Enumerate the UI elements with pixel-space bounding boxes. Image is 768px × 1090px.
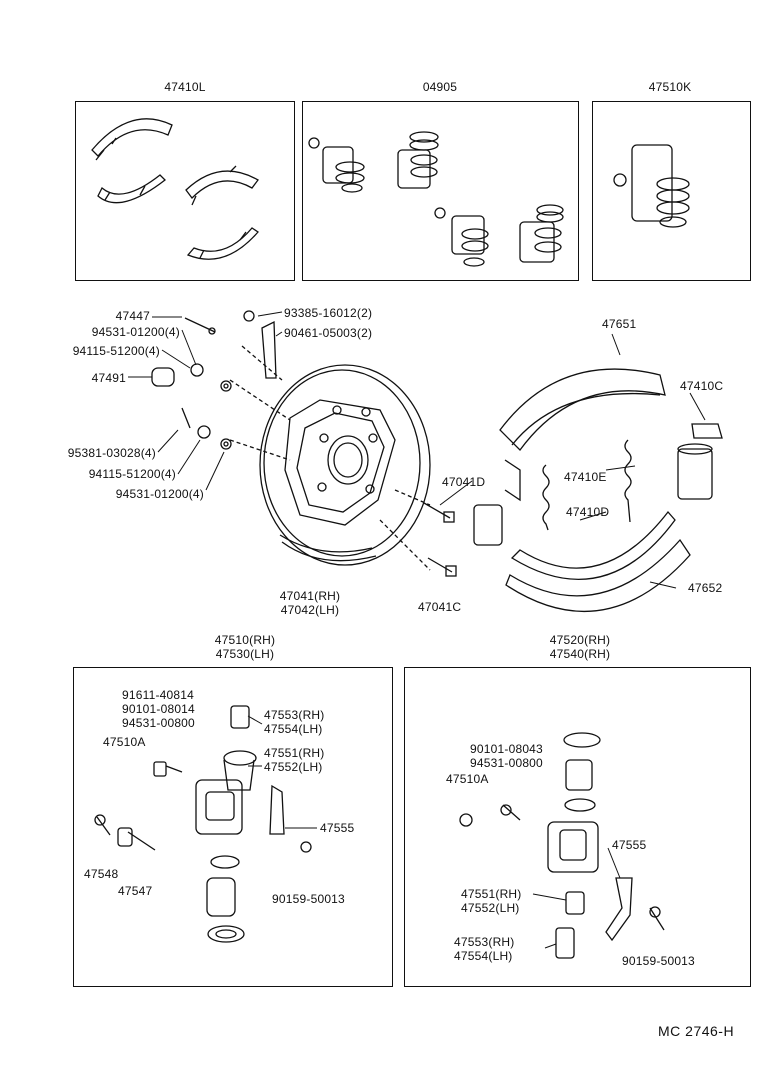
part-label: 47410D — [566, 505, 610, 519]
part-label: 94115-51200(4) — [88, 467, 176, 481]
part-label: 90101-08014 — [122, 702, 195, 716]
part-label: 47547 — [118, 884, 153, 898]
part-label: 90159-50013 — [622, 954, 695, 968]
part-label: 90101-08043 — [470, 742, 543, 756]
part-label: 47548 — [84, 867, 119, 881]
part-label: 47410C — [680, 379, 724, 393]
part-label: 47555 — [320, 821, 355, 835]
part-label: 47510A — [103, 735, 146, 749]
part-label: 47447 — [115, 309, 150, 323]
left-cylinder-frame — [73, 667, 393, 987]
part-label: 94531-01200(4) — [91, 325, 180, 339]
part-label: 47551(RH) — [461, 887, 522, 901]
cup-kit-title: 04905 — [422, 80, 458, 94]
part-label: 47553(RH) — [454, 935, 515, 949]
left-cylinder-illustration — [94, 705, 312, 943]
part-label: 47552(LH) — [264, 760, 323, 774]
shoe-kit-frame — [75, 101, 295, 281]
cup-kit-illustration — [308, 131, 564, 267]
part-label: 47553(RH) — [264, 708, 325, 722]
right-cylinder-illustration — [459, 732, 665, 959]
right-cylinder-title: 47520(RH) 47540(RH) — [549, 633, 611, 661]
part-label: 47554(LH) — [264, 722, 323, 736]
part-label: 93385-16012(2) — [284, 306, 373, 320]
part-label: 47552(LH) — [461, 901, 520, 915]
part-label: 94531-00800 — [122, 716, 195, 730]
part-label: 47554(LH) — [454, 949, 513, 963]
part-label: 47041C — [418, 600, 462, 614]
cylinder-kit-illustration — [613, 144, 690, 228]
leader-lines — [128, 311, 706, 949]
cylinder-kit-frame — [592, 101, 751, 281]
backing-plate-illustration — [229, 345, 431, 571]
shoe-kit-illustration — [91, 118, 259, 260]
part-label: 47652 — [688, 581, 723, 595]
part-label: 47041D — [442, 475, 486, 489]
cylinder-kit-title: 47510K — [648, 80, 692, 94]
part-label: 47551(RH) — [264, 746, 325, 760]
part-label: 47651 — [602, 317, 637, 331]
part-label: 47042(LH) — [280, 603, 340, 617]
hardware-illustration — [151, 310, 457, 577]
shoe-kit-title: 47410L — [164, 80, 206, 94]
diagram-reference-id: MC 2746-H — [658, 1023, 735, 1039]
cup-kit-frame — [302, 101, 579, 281]
brake-shoe-assembly-illustration — [473, 368, 723, 612]
part-label: 90461-05003(2) — [284, 326, 373, 340]
part-label: 94531-01200(4) — [115, 487, 204, 501]
part-label: 47491 — [91, 371, 126, 385]
part-label: 94115-51200(4) — [72, 344, 160, 358]
part-label: 95381-03028(4) — [67, 446, 156, 460]
part-label: 90159-50013 — [272, 892, 345, 906]
part-label: 47555 — [612, 838, 647, 852]
part-label: 94531-00800 — [470, 756, 543, 770]
left-cylinder-title: 47510(RH) 47530(LH) — [214, 633, 276, 661]
part-label: 91611-40814 — [122, 688, 195, 702]
part-label: 47410E — [564, 470, 607, 484]
part-label: 47041(RH) — [279, 589, 341, 603]
part-label: 47510A — [446, 772, 489, 786]
right-cylinder-frame — [404, 667, 751, 987]
